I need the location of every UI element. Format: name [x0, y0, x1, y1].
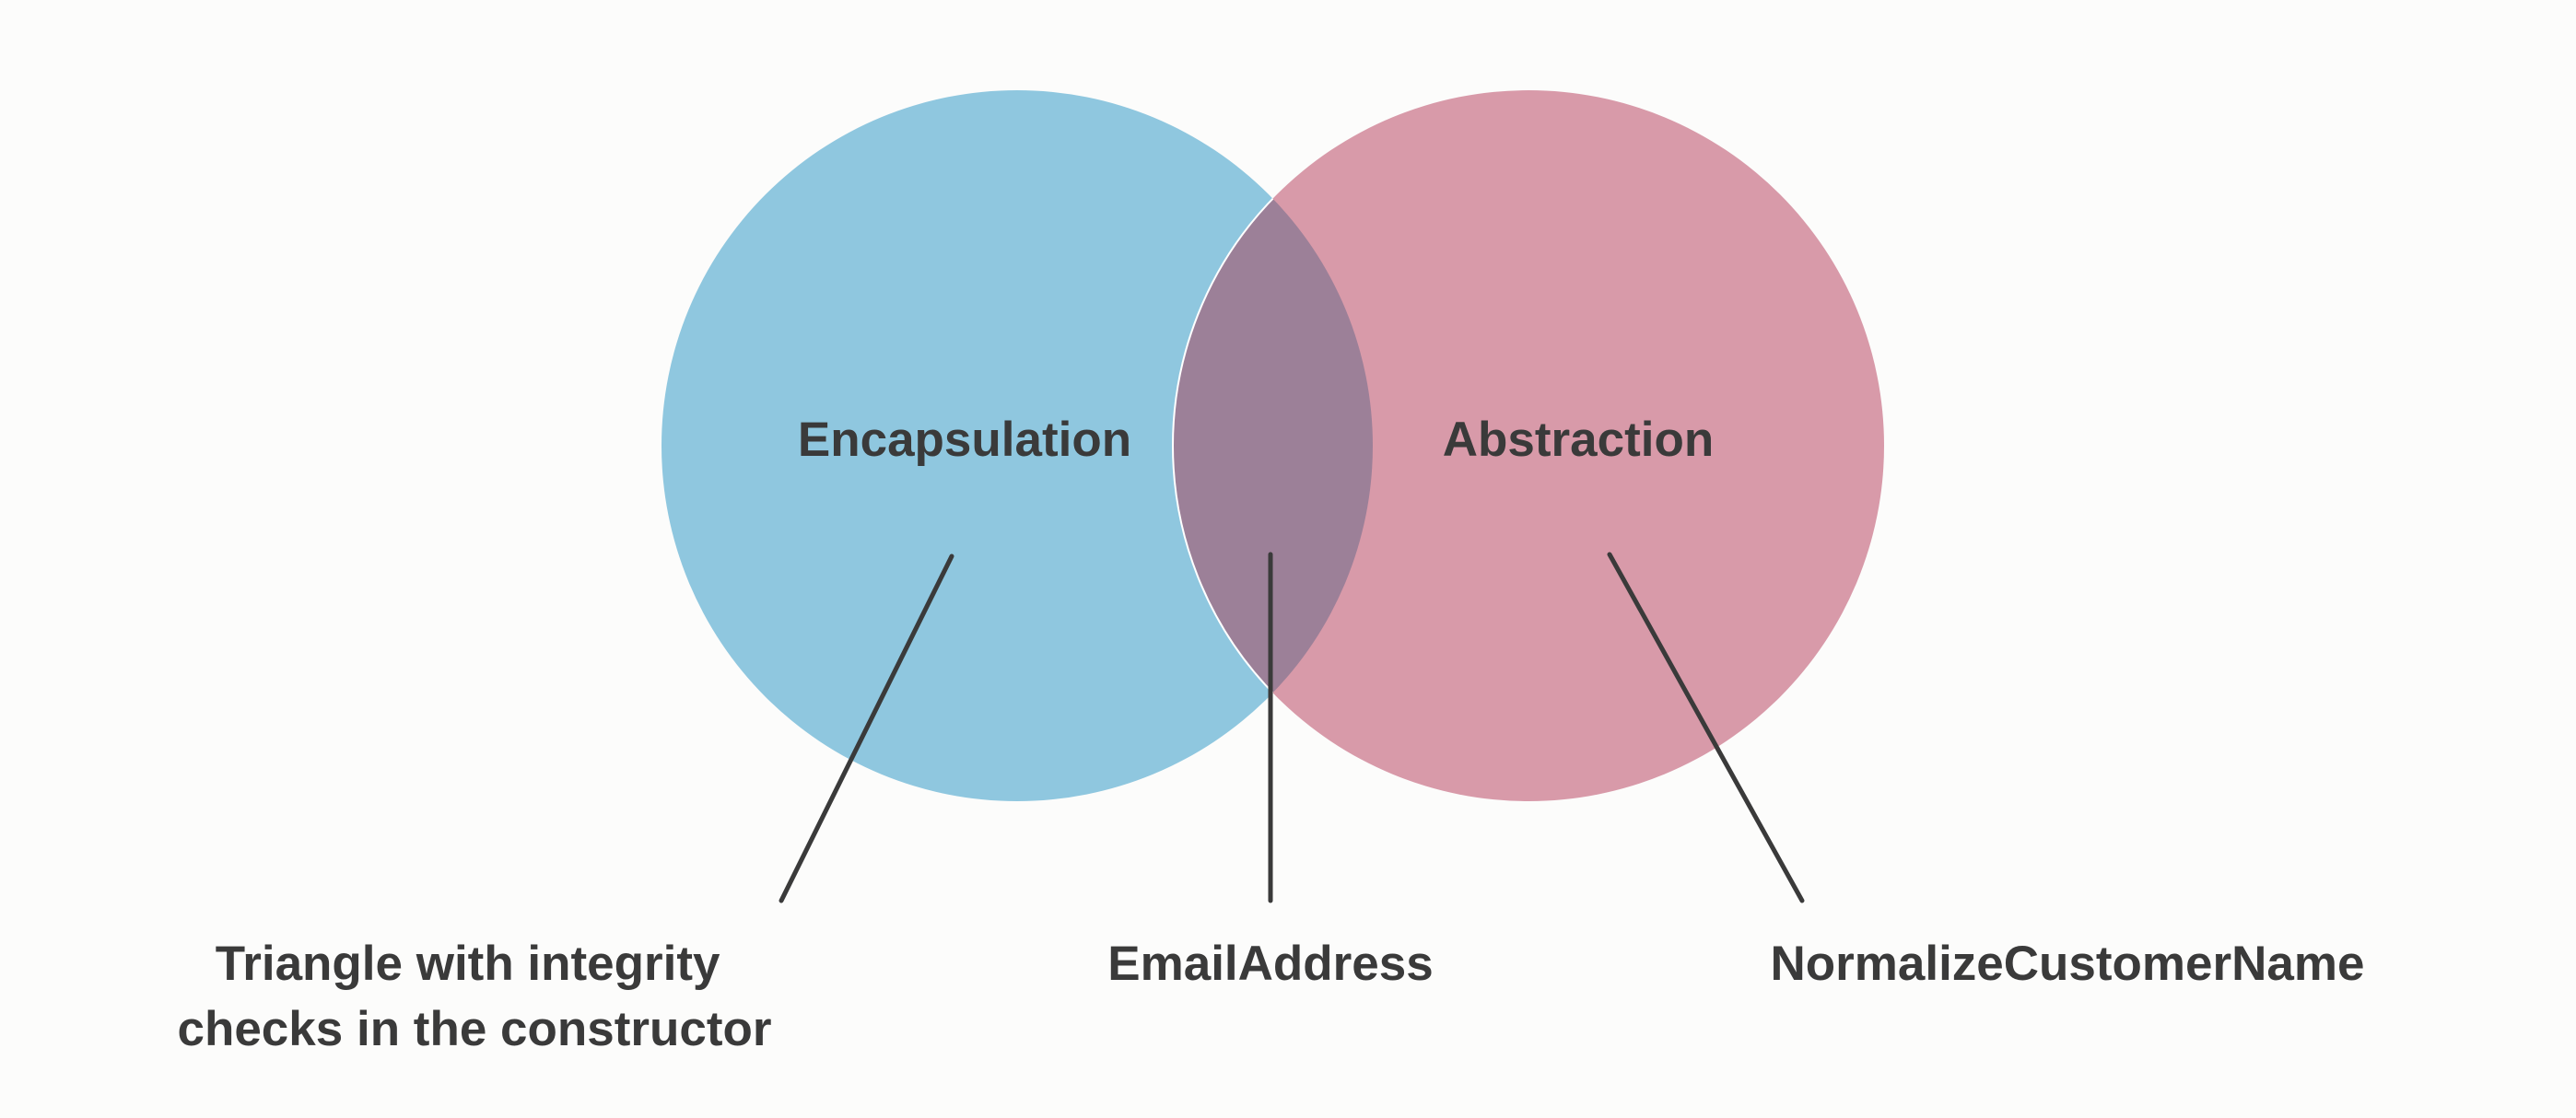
abstraction-circle-outline	[1172, 90, 1373, 801]
left-example-line-2: checks in the constructor	[177, 1002, 771, 1056]
left-example-label: Triangle with integrity checks in the co…	[177, 937, 771, 1056]
encapsulation-circle	[662, 90, 1373, 801]
encapsulation-label: Encapsulation	[798, 413, 1131, 467]
overlap-example-label: EmailAddress	[1107, 937, 1433, 991]
right-leader-line	[1607, 552, 1805, 903]
right-example-label: NormalizeCustomerName	[1770, 937, 2364, 991]
left-leader-line	[779, 553, 954, 903]
left-example-line-1: Triangle with integrity	[216, 937, 720, 991]
abstraction-label: Abstraction	[1443, 413, 1714, 467]
abstraction-circle	[1173, 90, 1884, 801]
